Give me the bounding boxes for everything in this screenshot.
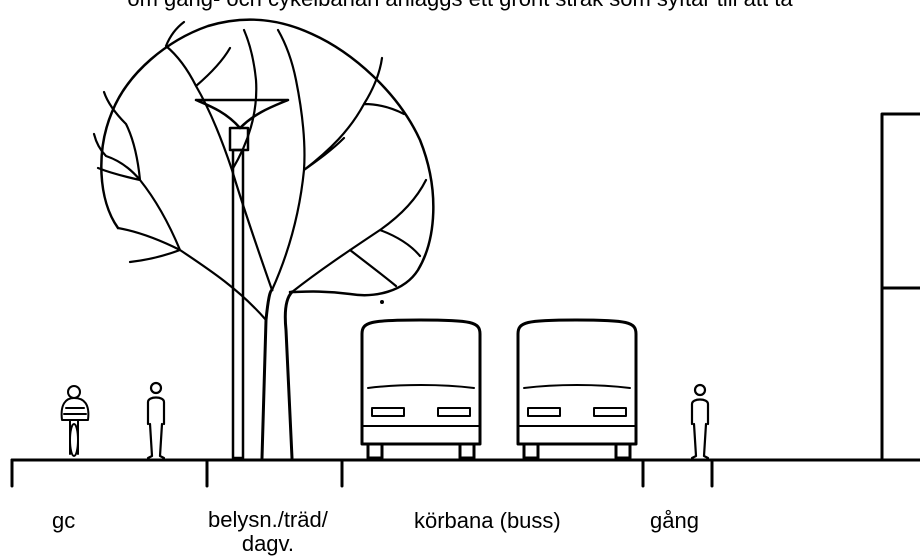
building-outline: [880, 112, 920, 460]
lamp-post: [231, 148, 245, 460]
pedestrian-left: [146, 381, 166, 460]
tree-trunk: [260, 288, 294, 460]
pedestrian-right: [690, 383, 710, 460]
tree-branches: [92, 20, 428, 322]
zone-label-korbana: körbana (buss): [414, 508, 561, 533]
zone-label-belysn: belysn./träd/ dagv.: [208, 507, 328, 556]
lamp-head: [194, 98, 290, 130]
dot-mark: [380, 300, 384, 304]
cyclist-figure: [60, 385, 90, 457]
lamp-fitting: [228, 126, 250, 152]
bus-left: [360, 318, 482, 460]
bus-right: [516, 318, 638, 460]
caption-text: om gång- och cykelbanan anläggs ett grön…: [0, 0, 920, 12]
zone-label-gang: gång: [650, 508, 699, 533]
tree-crown: [100, 18, 435, 297]
zone-label-gc: gc: [52, 508, 76, 533]
